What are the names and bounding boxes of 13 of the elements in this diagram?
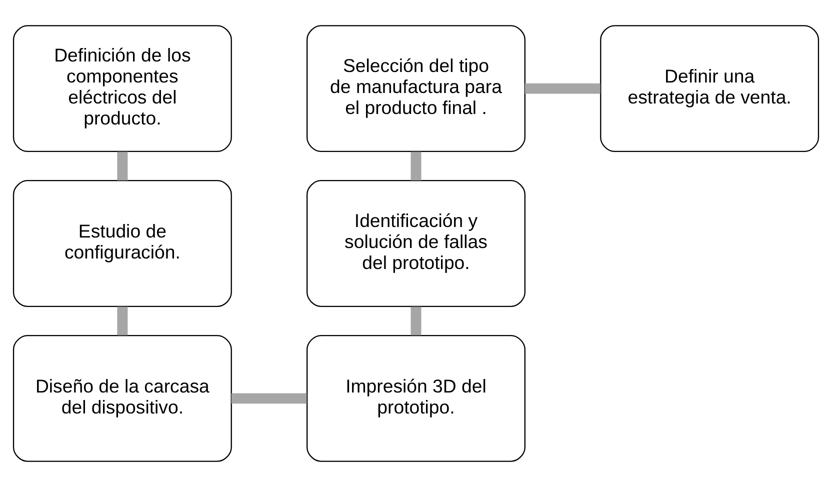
connector	[231, 392, 307, 404]
node-box: Definición de los componentes eléctricos del producto.	[12, 24, 232, 152]
node-box: Diseño de la carcasa del dispositivo.	[12, 334, 232, 462]
connector	[524, 82, 600, 94]
node-box: Definir una estrategia de venta.	[600, 24, 820, 152]
connector	[117, 151, 128, 180]
connector	[410, 306, 422, 335]
node-box: Identificación y solución de fallas del prototipo.	[306, 180, 526, 306]
node-box: Selección del tipo de manufactura para el producto final .	[306, 24, 526, 152]
node-box: Impresión 3D del prototipo.	[306, 334, 526, 462]
node-box: Estudio de configuración.	[12, 180, 232, 306]
connector	[410, 151, 422, 180]
connector	[117, 306, 128, 335]
